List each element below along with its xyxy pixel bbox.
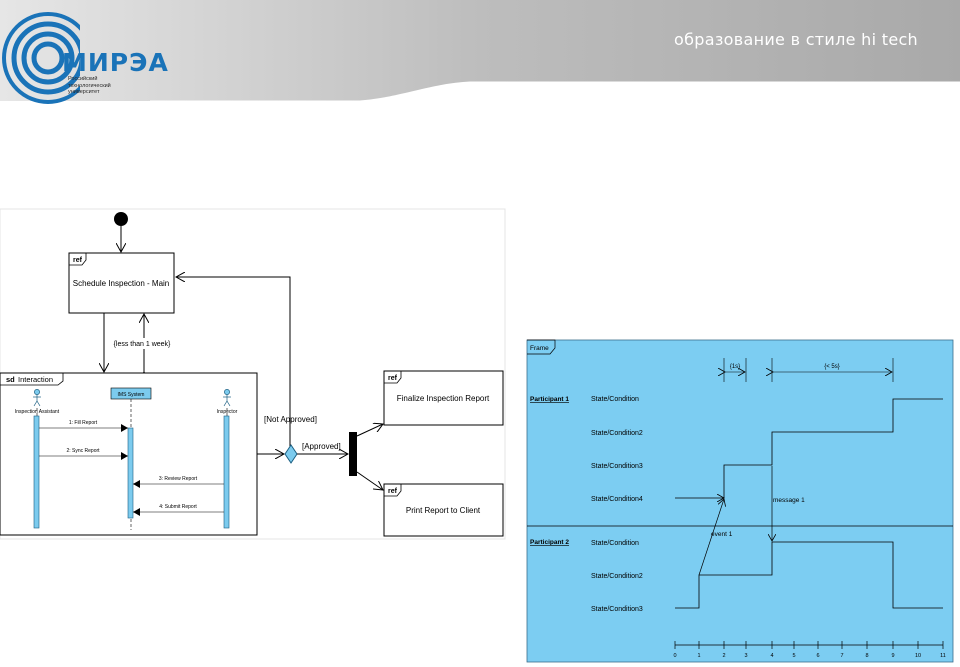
activation-inspector [223,415,230,529]
constraint-1s: {1s} [730,364,740,370]
actor-inspector-icon [223,389,231,407]
sd-keyword: sd [6,375,15,384]
activation-system [127,427,134,519]
p1-state-2: State/Condition2 [591,430,643,437]
lifeline-system-label: IMS System [118,392,145,398]
p2-state-2: State/Condition2 [591,573,643,580]
message-3-label: 3: Review Report [159,476,198,482]
schedule-inspection-node: ref Schedule Inspection - Main [68,252,175,314]
tick-label: 2 [722,653,725,659]
ref-keyword: ref [73,257,83,264]
message-2-label: 2: Sync Report [66,448,100,454]
print-report-node: ref Print Report to Client [383,483,504,537]
p1-state-1: State/Condition [591,396,639,403]
guard-approved: [Approved] [302,442,341,451]
guard-not-approved: [Not Approved] [264,415,317,424]
p1-state-3: State/Condition3 [591,463,643,470]
fork-bar [349,432,357,476]
p1-timeline [723,398,943,498]
tick-label: 3 [744,653,747,659]
participant-2-label: Participant 2 [530,539,569,546]
logo-subtitle: Российский технологический университет [68,76,111,95]
tick-label: 7 [840,653,843,659]
tick-label: 11 [940,653,946,659]
finalize-report-node: ref Finalize Inspection Report [383,370,504,426]
tick-label: 5 [792,653,795,659]
message-1-label: 1: Fill Report [69,420,98,426]
tick-label: 10 [915,653,921,659]
lifeline-inspector-label: Inspector [217,409,238,415]
p2-state-1: State/Condition [591,540,639,547]
tick-label: 0 [673,653,676,659]
activation-assistant [33,415,40,529]
p1-state-4: State/Condition4 [591,496,643,503]
header-background [0,0,960,102]
message-1-label-timing: message 1 [773,497,805,504]
print-node-label: Print Report to Client [406,506,481,515]
actor-assistant-icon [33,389,41,407]
sd-name: Interaction [18,375,53,384]
tick-label: 8 [865,653,868,659]
participant-1-label: Participant 1 [530,396,569,403]
sd-interaction-frame: sd Interaction Inspection Assistant IMS … [0,372,258,536]
timing-frame-label: Frame [530,345,549,352]
event-arrow [698,499,724,576]
header-tagline: образование в стиле hi tech [674,30,918,49]
finalize-node-label: Finalize Inspection Report [397,394,490,403]
initial-node [114,212,128,226]
logo-icon [2,12,80,104]
time-axis-ticks: 0 1 2 3 4 5 6 7 8 9 10 11 [673,641,946,659]
logo-name: МИРЭА [62,48,169,77]
timing-frame [526,339,954,663]
decision-node [284,444,298,464]
tick-label: 1 [697,653,700,659]
constraint-5s: {< 5s} [824,364,840,370]
tick-label: 6 [816,653,819,659]
p2-timeline [675,541,943,609]
tick-label: 4 [770,653,773,659]
header-banner: МИРЭА Российский технологический универс… [0,0,960,104]
svg-text:ref: ref [388,375,398,382]
schedule-node-label: Schedule Inspection - Main [73,279,170,288]
tick-label: 9 [891,653,894,659]
svg-text:ref: ref [388,488,398,495]
p2-state-3: State/Condition3 [591,606,643,613]
guard-less-week: {less than 1 week} [114,341,171,348]
event-1-label: event 1 [711,531,733,538]
message-4-label: 4: Submit Report [159,504,197,510]
lifeline-assistant-label: Inspection Assistant [15,409,60,415]
